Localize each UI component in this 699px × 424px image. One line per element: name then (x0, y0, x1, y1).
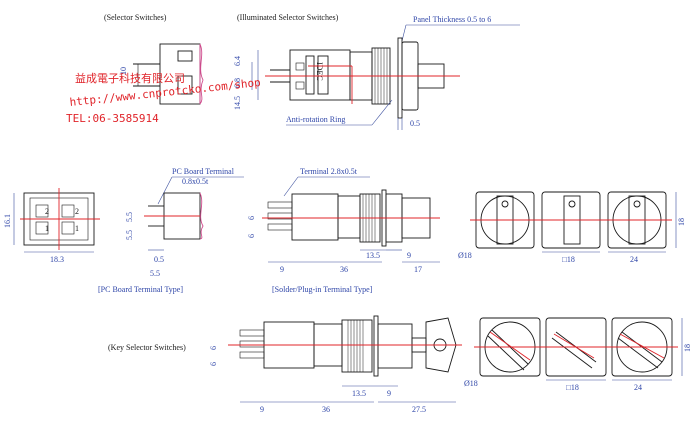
dim-top-6-4: 6.4 (233, 56, 242, 66)
dim-key-27-5: 27.5 (412, 405, 426, 414)
dim-key-pitch-a: 6 (209, 346, 218, 350)
dim-key-9a: 9 (260, 405, 264, 414)
pc-board-terminal-callout: PC Board Terminal (172, 167, 235, 176)
terminal-callout: Terminal 2.8x0.5t (300, 167, 358, 176)
dim-pcb-offset-a: 0.5 (154, 255, 164, 264)
key-knob-front-views: 18 Ø18 □18 24 (464, 317, 692, 392)
dim-solder-13-5: 13.5 (366, 251, 380, 260)
dim-key-knob-square: □18 (566, 383, 579, 392)
dim-knob-diameter: Ø18 (458, 251, 472, 260)
dim-front-height: 16.1 (3, 214, 12, 228)
dim-top-0-5: 0.5 (410, 119, 420, 128)
dim-top-14-5: 14.5 (233, 96, 242, 110)
dim-knob-width: 24 (630, 255, 638, 264)
section-key-selector-label: (Key Selector Switches) (108, 343, 186, 352)
dim-key-13-5: 13.5 (352, 389, 366, 398)
dim-key-36: 36 (322, 405, 330, 414)
dim-solder-36: 36 (340, 265, 348, 274)
pcb-terminal-side-view: PC Board Terminal 0.8x0.5t 5.5 5.5 0.5 5… (125, 167, 244, 278)
section-illuminated-label: (Illuminated Selector Switches) (237, 13, 339, 22)
terminal-label-bl: 1 (45, 224, 49, 233)
housing-mark: IDEC (315, 62, 324, 81)
dim-key-knob-height: 18 (683, 344, 692, 352)
anti-rotation-callout: Anti-rotation Ring (286, 115, 345, 124)
section-selector-label: (Selector Switches) (104, 13, 167, 22)
dim-knob-height: 18 (677, 218, 686, 226)
dim-key-pitch-b: 6 (209, 362, 218, 366)
dim-key-knob-width: 24 (634, 383, 642, 392)
knob-front-views: 18 Ø18 □18 24 (458, 191, 686, 264)
dim-top-6-8: 6.8 (233, 78, 242, 88)
dim-front-width: 18.3 (50, 255, 64, 264)
front-view-terminals: 2 2 1 1 16.1 18.3 (3, 188, 100, 264)
dim-solder-17: 17 (414, 265, 422, 274)
dim-key-9b: 9 (387, 389, 391, 398)
illuminated-switch-side-view: IDEC 6.8 6.4 14.5 Anti-rotation (233, 37, 460, 130)
dim-top-10: 10 (119, 67, 128, 75)
dim-key-knob-diameter: Ø18 (464, 379, 478, 388)
key-selector-side-view: 6 6 9 36 13.5 9 27.5 (209, 315, 462, 414)
dim-pcb-offset-b: 5.5 (150, 269, 160, 278)
terminal-label-tl: 2 (45, 207, 49, 216)
pc-board-terminal-size: 0.8x0.5t (182, 177, 209, 186)
dim-solder-9b: 9 (407, 251, 411, 260)
dim-solder-9a: 9 (280, 265, 284, 274)
terminal-label-tr: 2 (75, 207, 79, 216)
terminal-label-br: 1 (75, 224, 79, 233)
dim-knob-square: □18 (562, 255, 575, 264)
dim-pcb-pitch-b: 5.5 (125, 230, 134, 240)
selector-switch-side-view: 10 (119, 43, 204, 105)
watermark-phone: TEL:06-3585914 (66, 112, 159, 125)
dim-solder-pitch-a: 6 (247, 216, 256, 220)
dim-pcb-pitch-a: 5.5 (125, 212, 134, 222)
dim-solder-pitch-b: 6 (247, 234, 256, 238)
solder-type-label: [Solder/Plug-in Terminal Type] (272, 285, 373, 294)
panel-thickness-callout: Panel Thickness 0.5 to 6 (413, 15, 491, 24)
solder-terminal-side-view: Terminal 2.8x0.5t 6 6 9 36 13.5 9 17 (247, 167, 440, 274)
watermark-company: 益成電子科技有限公司 (75, 71, 185, 85)
pc-board-type-label: [PC Board Terminal Type] (98, 285, 183, 294)
